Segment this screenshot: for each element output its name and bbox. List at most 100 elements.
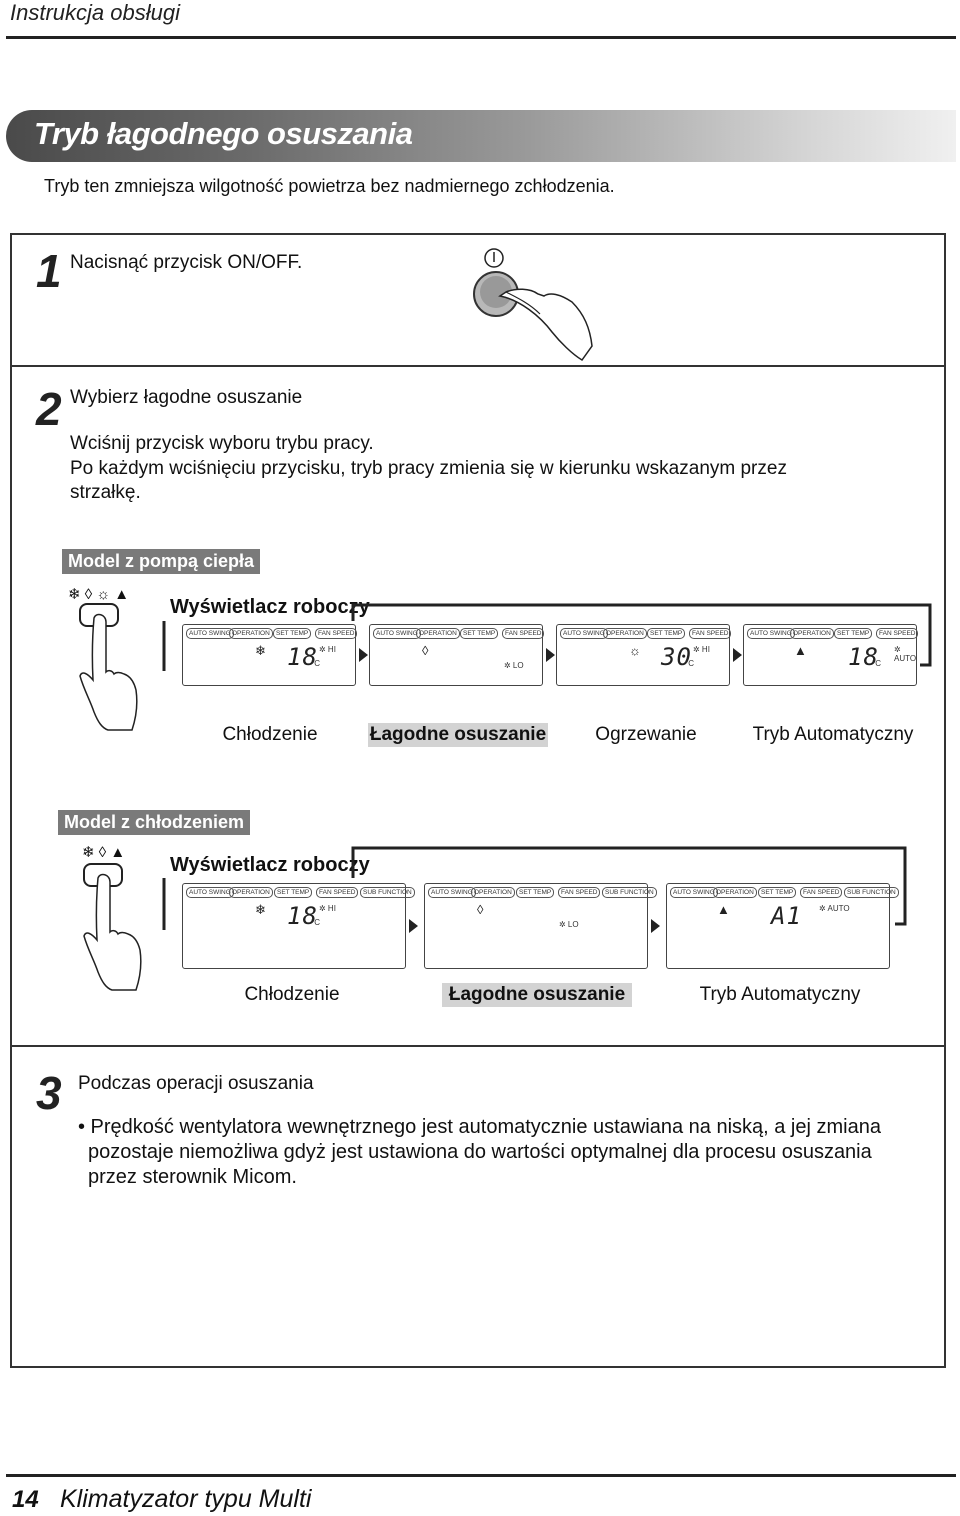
mode-button-hand-icon	[83, 863, 142, 991]
lcd-label: SET TEMP	[274, 887, 313, 898]
heatpump-display-bracket	[162, 603, 932, 671]
lcd-label: AUTO SWING	[670, 887, 718, 898]
lcd-temp-unit: °C	[872, 659, 881, 668]
next-mode-arrow	[409, 919, 418, 933]
lcd-temp-unit: °C	[311, 659, 320, 668]
lcd-label: AUTO SWING	[186, 628, 234, 639]
lcd-temperature: A1	[771, 902, 802, 930]
lcd-label: FAN SPEED	[800, 887, 843, 898]
footer-title: Klimatyzator typu Multi	[60, 1485, 312, 1513]
step-divider-1	[10, 365, 946, 367]
lcd-temperature: 30	[661, 643, 692, 671]
cooling-badge: Model z chłodzeniem	[58, 810, 251, 835]
step-3-heading: Podczas operacji osuszania	[78, 1073, 314, 1094]
step-3-number: 3	[36, 1067, 62, 1119]
lcd-label: OPERATION	[603, 628, 647, 639]
heatpump-mode-icons: ❄ ◊ ☼ ▲	[68, 586, 130, 603]
mode-label: Tryb Automatyczny	[752, 724, 914, 745]
next-mode-arrow	[546, 648, 555, 662]
footer-rule	[6, 1474, 956, 1477]
section-title: Tryb łagodnego osuszania	[34, 116, 413, 151]
step-2-heading: Wybierz łagodne osuszanie	[70, 387, 303, 408]
lcd-label: SUB FUNCTION	[360, 887, 415, 898]
mode-label: Łagodne osuszanie	[442, 983, 632, 1007]
sun-icon: ☼	[629, 643, 641, 658]
lcd-fan-speed: ✲ LO	[504, 661, 524, 670]
mode-label: Tryb Automatyczny	[699, 984, 861, 1005]
lcd-fan-speed: ✲ AUTO	[894, 645, 917, 663]
lcd-label: OPERATION	[790, 628, 834, 639]
lcd-label: AUTO SWING	[428, 887, 476, 898]
lcd-label: SET TEMP	[273, 628, 312, 639]
page-number: 14	[12, 1486, 39, 1513]
step-1-text: Nacisnąć przycisk ON/OFF.	[70, 252, 303, 273]
lcd-temperature: 18	[287, 902, 318, 930]
section-intro: Tryb ten zmniejsza wilgotność powietrza …	[44, 176, 615, 196]
lcd-fan-speed: ✲ LO	[559, 920, 579, 929]
lcd-label: AUTO SWING	[186, 887, 234, 898]
lcd-fan-speed: ✲ AUTO	[819, 904, 850, 913]
step-3-bullet-line1: • Prędkość wentylatora wewnętrznego jest…	[78, 1116, 881, 1138]
lcd-label: SET TEMP	[516, 887, 555, 898]
mode-label: Łagodne osuszanie	[368, 723, 548, 747]
step-3-bullet-line3: przez sterownik Micom.	[88, 1166, 297, 1188]
power-button-hand-icon	[473, 248, 593, 361]
lcd-temp-unit: °C	[311, 918, 320, 927]
lcd-label: SET TEMP	[647, 628, 686, 639]
next-mode-arrow	[733, 648, 742, 662]
lcd-label: SET TEMP	[834, 628, 873, 639]
step-3-bullet-line2: pozostaje niemożliwa gdyż jest ustawiona…	[88, 1141, 872, 1163]
snowflake-icon: ❄	[255, 902, 266, 917]
cooling-display-bracket	[162, 846, 907, 930]
document-header: Instrukcja obsługi	[10, 0, 180, 25]
lcd-temp-unit: °C	[685, 659, 694, 668]
lcd-label: FAN SPEED	[689, 628, 732, 639]
lcd-temperature: 18	[287, 643, 318, 671]
lcd-label: SUB FUNCTION	[602, 887, 657, 898]
lcd-fan-speed: ✲ HI	[693, 645, 710, 654]
cooling-display-title: Wyświetlacz roboczy	[170, 854, 370, 876]
lcd-label: FAN SPEED	[502, 628, 545, 639]
section-banner	[6, 110, 956, 162]
cooling-mode-icons: ❄ ◊ ▲	[82, 844, 126, 861]
auto-mode-icon: ▲	[717, 902, 730, 917]
lcd-label: AUTO SWING	[373, 628, 421, 639]
lcd-label: SUB FUNCTION	[844, 887, 899, 898]
next-mode-arrow	[359, 648, 368, 662]
header-rule	[6, 36, 956, 39]
lcd-label: SET TEMP	[758, 887, 797, 898]
step-divider-2	[10, 1045, 946, 1047]
lcd-fan-speed: ✲ HI	[319, 904, 336, 913]
lcd-label: AUTO SWING	[747, 628, 795, 639]
step-1-number: 1	[36, 245, 62, 297]
mode-label: Ogrzewanie	[595, 724, 697, 745]
droplet-icon: ◊	[477, 902, 484, 917]
lcd-temperature: 18	[848, 643, 879, 671]
lcd-label: OPERATION	[229, 887, 273, 898]
mode-label: Chłodzenie	[244, 984, 340, 1005]
mode-label: Chłodzenie	[222, 724, 318, 745]
step-2-line1: Wciśnij przycisk wyboru trybu pracy.	[70, 433, 374, 454]
lcd-label: OPERATION	[713, 887, 757, 898]
mode-button-hand-icon	[79, 603, 138, 731]
droplet-icon: ◊	[422, 643, 429, 658]
lcd-label: OPERATION	[229, 628, 273, 639]
step-2-line3: strzałkę.	[70, 482, 141, 503]
lcd-label: AUTO SWING	[560, 628, 608, 639]
step-2-line2: Po każdym wciśnięciu przycisku, tryb pra…	[70, 458, 787, 479]
auto-mode-icon: ▲	[794, 643, 807, 658]
lcd-label: SET TEMP	[460, 628, 499, 639]
lcd-fan-speed: ✲ HI	[319, 645, 336, 654]
lcd-label: OPERATION	[471, 887, 515, 898]
snowflake-icon: ❄	[255, 643, 266, 658]
heatpump-badge: Model z pompą ciepła	[62, 549, 261, 574]
lcd-label: FAN SPEED	[876, 628, 919, 639]
lcd-label: FAN SPEED	[558, 887, 601, 898]
heatpump-display-title: Wyświetlacz roboczy	[170, 596, 370, 618]
